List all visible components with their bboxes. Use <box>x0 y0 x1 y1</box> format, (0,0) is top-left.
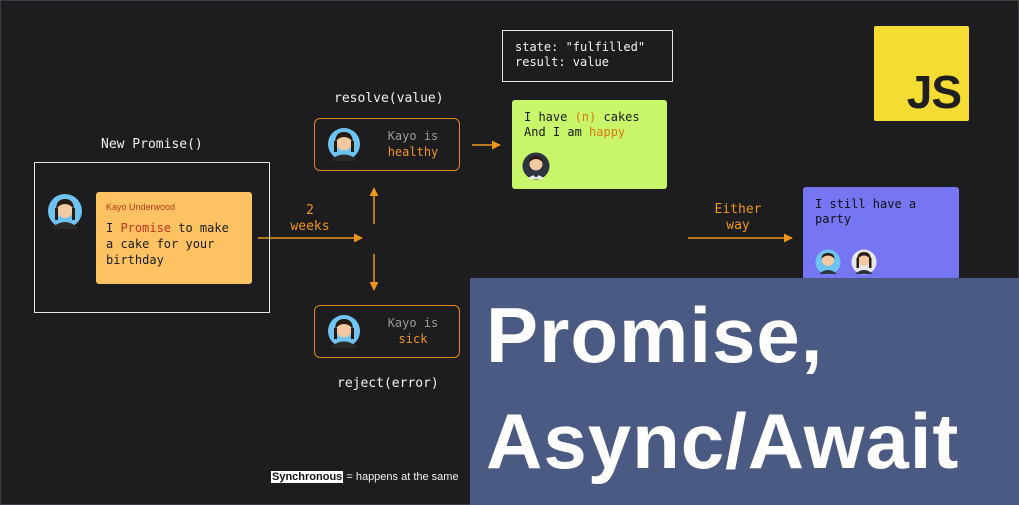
female-avatar-icon <box>328 315 360 348</box>
footnote-rest: = happens at the same <box>343 471 459 483</box>
male-avatar-icon <box>815 249 841 275</box>
footnote: Synchronous = happens at the same <box>271 471 459 483</box>
new-promise-label: New Promise() <box>101 137 203 152</box>
male-avatar-icon <box>522 152 550 180</box>
party-text: I still have a party <box>815 197 917 226</box>
female-avatar-icon <box>328 128 360 161</box>
either-way-label: Either way <box>714 202 762 233</box>
healthy-line2: healthy <box>387 145 439 159</box>
promise-card: Kayo Underwood I Promise to make a cake … <box>96 192 252 284</box>
js-logo: JS <box>874 26 969 121</box>
banner-title-line1: Promise, <box>486 291 824 379</box>
state-line: state: "fulfilled" <box>515 40 646 54</box>
promise-card-text: I Promise to make a cake for your birthd… <box>106 221 229 267</box>
resolve-label: resolve(value) <box>334 91 444 106</box>
promise-highlight: Promise <box>120 221 172 235</box>
fulfilled-card: I have (n) cakes And I am happy <box>512 100 667 189</box>
fulfilled-line2: And I am happy <box>524 125 626 139</box>
banner-title-line2: Async/Await <box>486 397 960 485</box>
sick-line2: sick <box>398 332 428 346</box>
healthy-line1: Kayo is <box>387 129 439 143</box>
female-avatar-icon <box>48 194 82 229</box>
promise-card-name: Kayo Underwood <box>106 202 176 212</box>
result-line: result: value <box>515 55 609 69</box>
sick-box: Kayo is sick <box>314 305 460 358</box>
state-box: state: "fulfilled" result: value <box>502 30 673 82</box>
time-label: 2 weeks <box>290 203 330 234</box>
footnote-bold: Synchronous <box>271 471 344 483</box>
promise-container <box>34 162 270 313</box>
title-banner: Promise, Async/Await <box>470 278 1019 505</box>
js-logo-text: JS <box>906 66 962 118</box>
reject-label: reject(error) <box>337 376 439 391</box>
female-avatar-icon <box>851 249 877 275</box>
healthy-box: Kayo is healthy <box>314 118 460 171</box>
sick-line1: Kayo is <box>387 316 439 330</box>
fulfilled-line1: I have (n) cakes <box>524 110 640 124</box>
party-card: I still have a party <box>803 187 959 280</box>
